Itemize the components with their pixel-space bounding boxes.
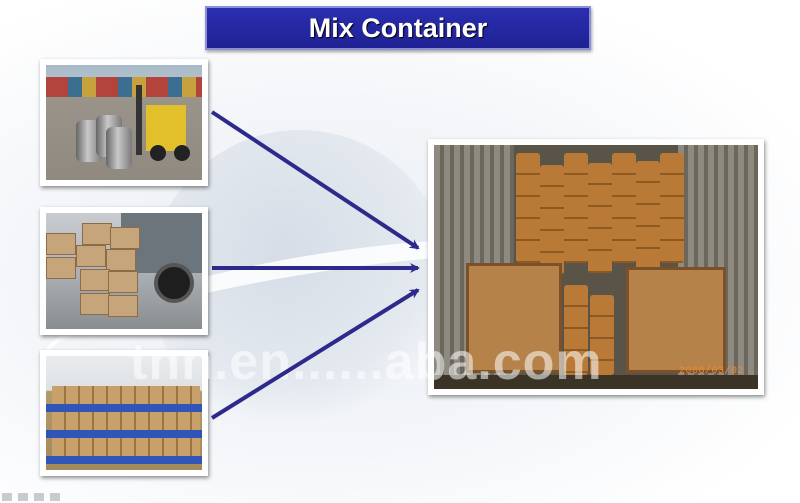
pallets-drums-photo (40, 350, 208, 476)
container-interior-photo: 2008/03/02 (428, 139, 764, 395)
menu-icon[interactable] (50, 493, 60, 501)
cartons-truck-photo (40, 207, 208, 335)
slide-toolbar (2, 493, 60, 501)
title-banner: Mix Container (205, 6, 591, 50)
pen-icon[interactable] (18, 493, 28, 501)
arrow-icon (210, 110, 420, 250)
slide-icon[interactable] (34, 493, 44, 501)
arrow-icon (210, 288, 420, 420)
page-title: Mix Container (308, 12, 488, 43)
photo-date-stamp: 2008/03/02 (678, 366, 744, 377)
arrow-icon[interactable] (2, 493, 12, 501)
forklift-drums-photo (40, 59, 208, 186)
watermark-text: tnn.en......aba.com (130, 333, 603, 391)
